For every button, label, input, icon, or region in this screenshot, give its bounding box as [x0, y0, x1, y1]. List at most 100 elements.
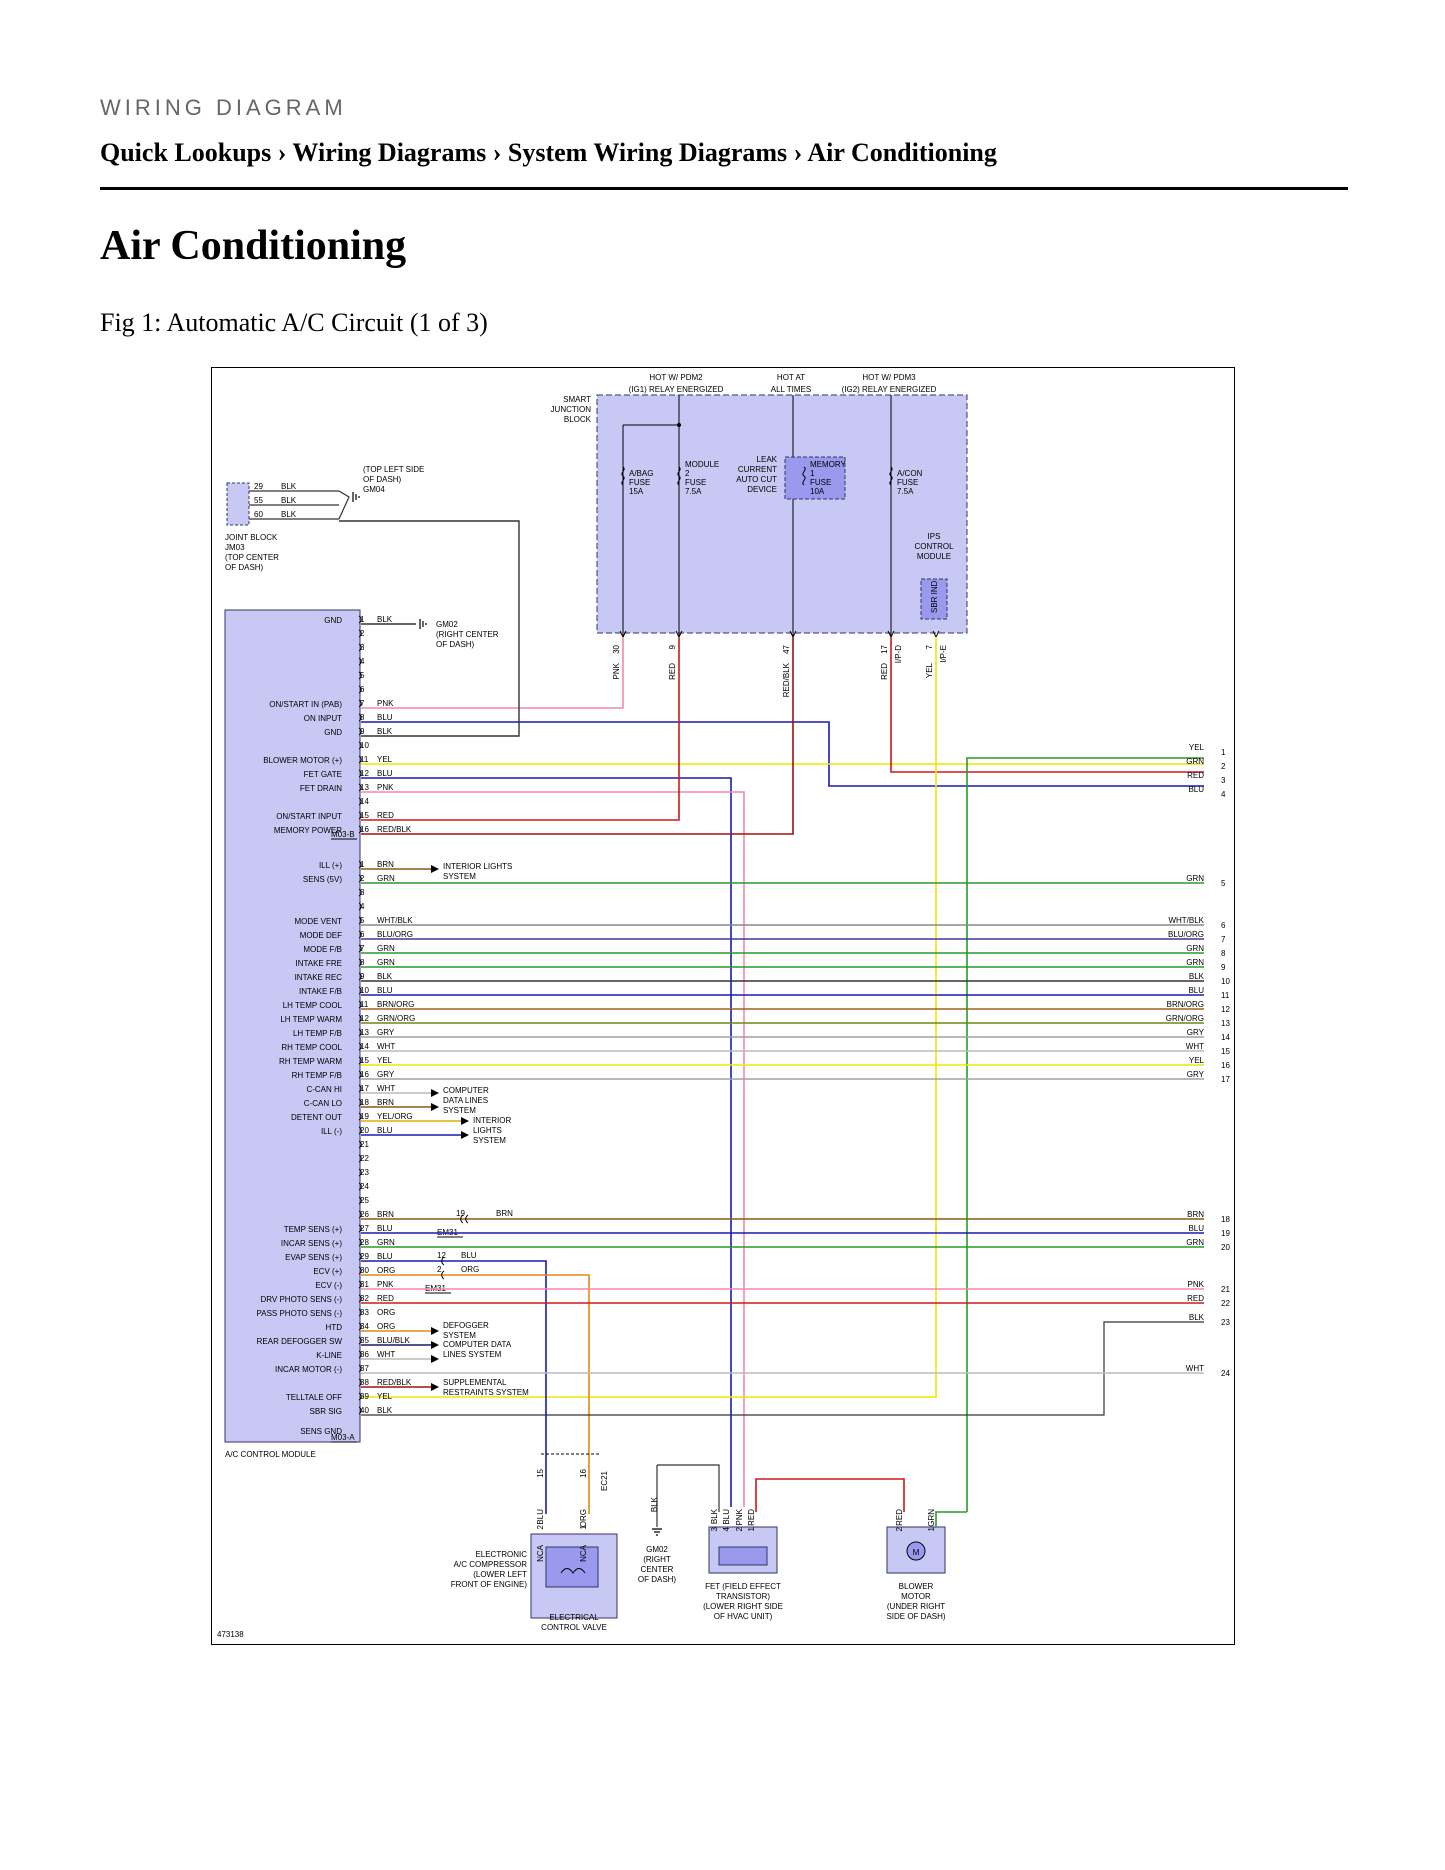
- wire: [361, 1321, 1204, 1416]
- pin-terminal-icon: [358, 755, 362, 764]
- connector-pin-number: 13: [360, 783, 369, 792]
- fet-wire-label: BLU: [722, 1509, 731, 1525]
- connector-pin-number: 5: [360, 916, 365, 925]
- arrow-icon: [431, 1355, 439, 1363]
- connector-wire-label: YEL: [377, 1392, 393, 1401]
- fet-label: (LOWER RIGHT SIDE: [703, 1602, 783, 1611]
- joint-block-label: OF DASH): [225, 563, 264, 572]
- right-wire-label: GRY: [1187, 1070, 1205, 1079]
- pin-function-label: ON INPUT: [304, 714, 342, 723]
- fet-body: [718, 1546, 768, 1566]
- ground-label: (RIGHT CENTER: [436, 630, 499, 639]
- connector-wire-label: BLU: [377, 713, 393, 722]
- pin-function-label: MODE F/B: [303, 945, 342, 954]
- connector-pin-number: 16: [360, 825, 369, 834]
- connector-pin-number: 9: [360, 972, 365, 981]
- right-wire-label: GRN: [1186, 874, 1204, 883]
- pin-function-label: ILL (+): [319, 861, 342, 870]
- ec21-wire-label: ORG: [579, 1509, 588, 1527]
- blower-wire-label: GRN: [927, 1509, 936, 1527]
- pin-terminal-icon: [358, 615, 362, 624]
- connector-wire-label: GRN: [377, 1238, 395, 1247]
- ecv-wire-label: NCA: [579, 1544, 588, 1562]
- pin-terminal-icon: [358, 1154, 362, 1163]
- inline-connector-icon: [460, 1214, 469, 1224]
- pin-terminal-icon: [358, 958, 362, 967]
- sjb-wire-label: RED: [880, 663, 889, 680]
- pin-function-label: PASS PHOTO SENS (-): [257, 1309, 343, 1318]
- inline-pin-label: 19: [456, 1209, 465, 1218]
- sbr-ind-label: SBR IND: [930, 580, 939, 613]
- right-pin-label: 6: [1221, 921, 1226, 930]
- connector-pin-number: 5: [360, 671, 365, 680]
- fuse-label: 2: [685, 469, 690, 478]
- connector-wire-label: PNK: [377, 699, 394, 708]
- pin-terminal-icon: [358, 643, 362, 652]
- pin-function-label: ECV (+): [313, 1267, 342, 1276]
- pin-terminal-icon: [358, 1126, 362, 1135]
- pin-function-label: HTD: [326, 1323, 343, 1332]
- connector-wire-label: RED/BLK: [377, 1378, 412, 1387]
- fet-wire-label: PNK: [735, 1508, 744, 1525]
- wire: [361, 791, 745, 1507]
- sjb-wire-label: YEL: [925, 662, 934, 678]
- right-pin-label: 12: [1221, 1005, 1230, 1014]
- arrow-target-label: INTERIOR LIGHTS: [443, 862, 512, 871]
- fet-pin-label: 4: [722, 1526, 731, 1531]
- joint-pin-label: 29: [254, 482, 263, 491]
- connector-wire-label: RED: [377, 1294, 394, 1303]
- pin-terminal-icon: [358, 1238, 362, 1247]
- fuse-label: A/CON: [897, 469, 923, 478]
- connector-pin-number: 6: [360, 685, 365, 694]
- right-wire-label: WHT: [1186, 1042, 1204, 1051]
- fuse-label: FUSE: [810, 478, 831, 487]
- pin-function-label: DETENT OUT: [291, 1113, 342, 1122]
- connector-pin-number: 19: [360, 1112, 369, 1121]
- pin-function-label: LH TEMP WARM: [280, 1015, 342, 1024]
- connector-wire-label: YEL: [377, 1056, 393, 1065]
- fuse-icon: [802, 466, 806, 486]
- arrow-target-label: DATA LINES: [443, 1096, 488, 1105]
- power-label: HOT AT: [777, 373, 805, 382]
- wire: [361, 637, 680, 821]
- compressor-label: ELECTRONIC: [475, 1550, 527, 1559]
- ecv-pin-label: 2: [536, 1524, 545, 1529]
- pin-terminal-icon: [358, 1378, 362, 1387]
- connector-pin-number: 39: [360, 1392, 369, 1401]
- connector-pin-number: 27: [360, 1224, 369, 1233]
- pin-terminal-icon: [358, 1252, 362, 1261]
- right-wire-label: YEL: [1189, 1056, 1205, 1065]
- right-pin-label: 21: [1221, 1285, 1230, 1294]
- breadcrumb[interactable]: Quick Lookups › Wiring Diagrams › System…: [100, 138, 997, 167]
- pin-function-label: C-CAN HI: [306, 1085, 342, 1094]
- blower-pin-label: 2: [895, 1526, 904, 1531]
- pin-terminal-icon: [358, 1182, 362, 1191]
- arrow-icon: [461, 1131, 469, 1139]
- pin-function-label: LH TEMP F/B: [293, 1029, 342, 1038]
- connector-pin-number: 3: [360, 643, 365, 652]
- sjb-pin-label: 7: [925, 644, 934, 649]
- wire: [361, 1274, 590, 1514]
- pin-function-label: INTAKE FRE: [295, 959, 342, 968]
- pin-function-label: SENS (5V): [303, 875, 342, 884]
- pin-terminal-icon: [358, 916, 362, 925]
- wire: [361, 721, 1204, 787]
- pin-terminal-icon: [358, 1392, 362, 1401]
- fet-label: OF HVAC UNIT): [714, 1612, 773, 1621]
- pin-function-label: RH TEMP WARM: [279, 1057, 342, 1066]
- pin-terminal-icon: [358, 797, 362, 806]
- ground-label: OF DASH): [638, 1575, 677, 1584]
- connector-pin-number: 25: [360, 1196, 369, 1205]
- arrow-icon: [431, 865, 439, 873]
- connector-pin-number: 3: [360, 888, 365, 897]
- connector-wire-label: GRN: [377, 958, 395, 967]
- connector-pin-number: 15: [360, 1056, 369, 1065]
- right-wire-label: BRN: [1187, 1210, 1204, 1219]
- fet-label: TRANSISTOR): [716, 1592, 770, 1601]
- fuse-label: FUSE: [897, 478, 918, 487]
- smart-junction-block: [596, 394, 968, 634]
- ecv-wire-label: NCA: [536, 1544, 545, 1562]
- arrow-icon: [431, 1089, 439, 1097]
- wire: [755, 1478, 905, 1512]
